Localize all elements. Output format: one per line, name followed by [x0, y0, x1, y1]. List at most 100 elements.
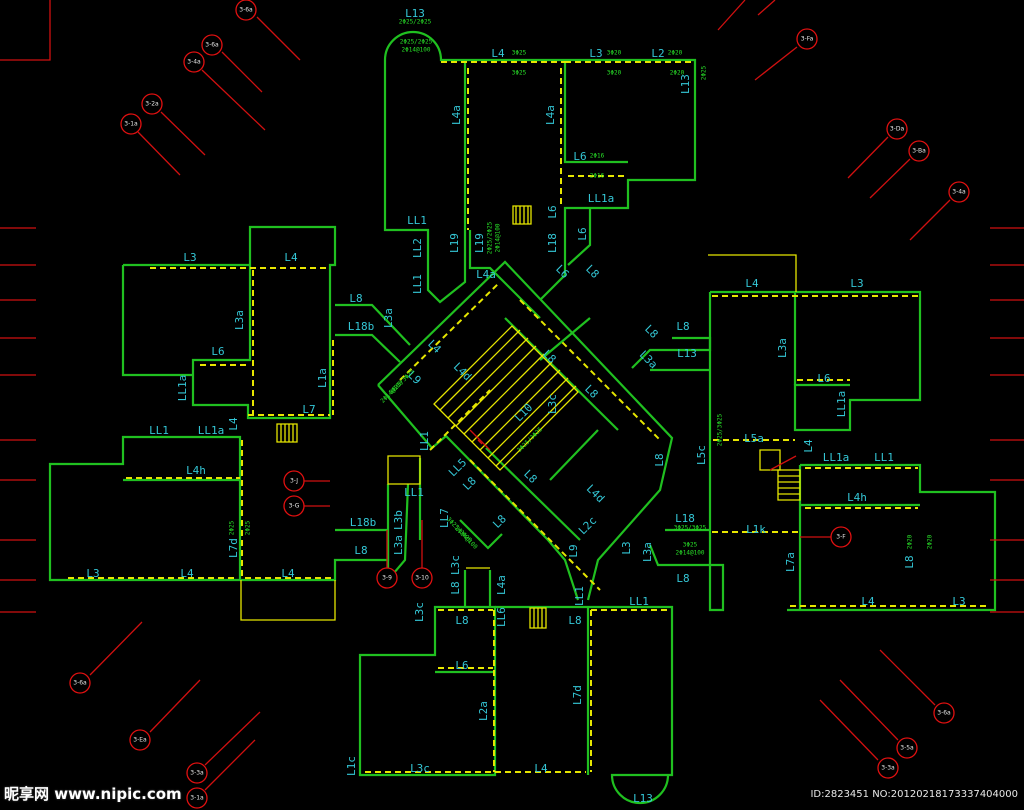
beam-label: L3a: [382, 308, 395, 328]
beam-label: L13: [633, 792, 653, 805]
beam-label: L3a: [233, 310, 246, 330]
section-tag-label: 3-1a: [124, 121, 138, 128]
rebar-note: 2Φ14@100: [402, 47, 431, 54]
beam-label: LL1a: [588, 192, 615, 205]
beam-label: LL1: [629, 595, 649, 608]
rebar-note: 2Φ14@100: [453, 525, 479, 551]
beam-label: L8: [521, 467, 540, 486]
beam-label: L2c: [576, 514, 599, 537]
beam-label: L8: [455, 614, 468, 627]
beam-label: L13: [677, 347, 697, 360]
beam-label: L8: [903, 555, 916, 568]
beam-label: L8: [354, 544, 367, 557]
beam-label: L8: [540, 347, 559, 366]
section-tag: 3-2a: [141, 93, 163, 115]
section-tag-circle: [186, 762, 208, 784]
beam-label: L4: [534, 762, 548, 775]
section-tag-circle: [141, 93, 163, 115]
beam-label: LL5: [446, 456, 469, 479]
beam-label: L8: [568, 614, 581, 627]
rebar-note: 2Φ20: [927, 534, 934, 549]
section-tag-circle: [877, 757, 899, 779]
section-tag-label: 3-2a: [145, 101, 159, 108]
section-tag-label: 3-Ea: [133, 737, 147, 744]
section-tag-label: 3-9: [382, 575, 392, 582]
beam-label: LL1: [407, 214, 427, 227]
section-tag: 3-5a: [896, 737, 918, 759]
beam-label: L4: [802, 439, 815, 453]
beam-label: L4: [281, 567, 295, 580]
beam-label: L3c: [413, 602, 426, 622]
section-tag-circle: [830, 526, 852, 548]
section-tag-circle: [376, 567, 398, 589]
section-tag: 3-3a: [877, 757, 899, 779]
rebar-note: 2Φ16: [590, 173, 605, 180]
rebar-note: 3Φ25/3Φ25: [674, 525, 707, 532]
beam-label: L2a: [477, 701, 490, 721]
section-tag-label: 3-4a: [952, 189, 966, 196]
section-tag: 3-1a: [186, 787, 208, 809]
beam-label: L1a: [316, 368, 329, 388]
section-tag-circle: [129, 729, 151, 751]
beam-label: L18: [675, 512, 695, 525]
rebar-note: 3Φ25/3Φ25: [516, 426, 544, 454]
rebar-note: 2Φ25/3Φ25: [717, 413, 724, 446]
beam-label: L4a: [476, 268, 496, 281]
beam-label: L4: [861, 595, 875, 608]
rebar-note: 3Φ25: [512, 50, 527, 57]
section-tag-label: 3-Fa: [801, 36, 814, 43]
beam-label: L6: [817, 372, 830, 385]
beam-label: L1k: [746, 523, 766, 536]
section-tag: 3-4a: [948, 181, 970, 203]
beam-label: LL1: [573, 586, 586, 606]
beam-label: L7d: [227, 538, 240, 558]
beam-label: LL1a: [176, 375, 189, 402]
section-tag-circle: [69, 672, 91, 694]
beam-label: L4h: [847, 491, 867, 504]
beam-label: LL1: [149, 424, 169, 437]
section-tag-label: 3-F: [836, 534, 846, 541]
section-tag-circle: [283, 495, 305, 517]
section-tag-label: 3-3a: [881, 765, 895, 772]
beam-label: LL1a: [835, 391, 848, 418]
beam-label: L6: [546, 205, 559, 218]
beam-label: L3: [589, 47, 602, 60]
beam-label: LL2: [411, 238, 424, 258]
outline-walls: [240, 254, 797, 621]
section-tag-label: 3-1a: [190, 795, 204, 802]
rebar-note: 2Φ25: [701, 65, 708, 80]
rebar-note: 2Φ16: [590, 153, 605, 160]
beam-label: LL7: [438, 508, 451, 528]
beam-label: L19: [448, 233, 461, 253]
beam-label: LL1: [418, 431, 431, 451]
beam-label: L8: [449, 581, 462, 594]
beam-label: L7d: [571, 685, 584, 705]
rebar-note: 2Φ20: [668, 50, 683, 57]
beam-label: L18: [546, 233, 559, 253]
section-tag-circle: [235, 0, 257, 21]
beam-label: L3: [183, 251, 196, 264]
section-tag: 3-6a: [201, 34, 223, 56]
structural-walls: [48, 30, 997, 805]
rebar-note: 3Φ25: [512, 70, 527, 77]
section-tag: 3-6a: [235, 0, 257, 21]
beam-label: L13: [679, 74, 692, 94]
beam-label: LL1: [404, 486, 424, 499]
beam-label: L4: [284, 251, 298, 264]
beam-lines: [68, 61, 990, 773]
beam-label: L10: [512, 401, 535, 424]
watermark-brand: 昵享网 www.nipic.com: [4, 785, 182, 803]
section-cut-lines: [0, 0, 1024, 791]
beam-label: L13: [405, 7, 425, 20]
beam-label: L3a: [776, 338, 789, 358]
section-tag: 3-6a: [69, 672, 91, 694]
section-tag-circle: [201, 34, 223, 56]
section-tag-circle: [886, 118, 908, 140]
section-tag-label: 3-10: [415, 575, 429, 582]
beam-label: L8: [583, 262, 602, 281]
beam-label: L6: [455, 659, 468, 672]
beam-label: L3a: [637, 348, 660, 371]
